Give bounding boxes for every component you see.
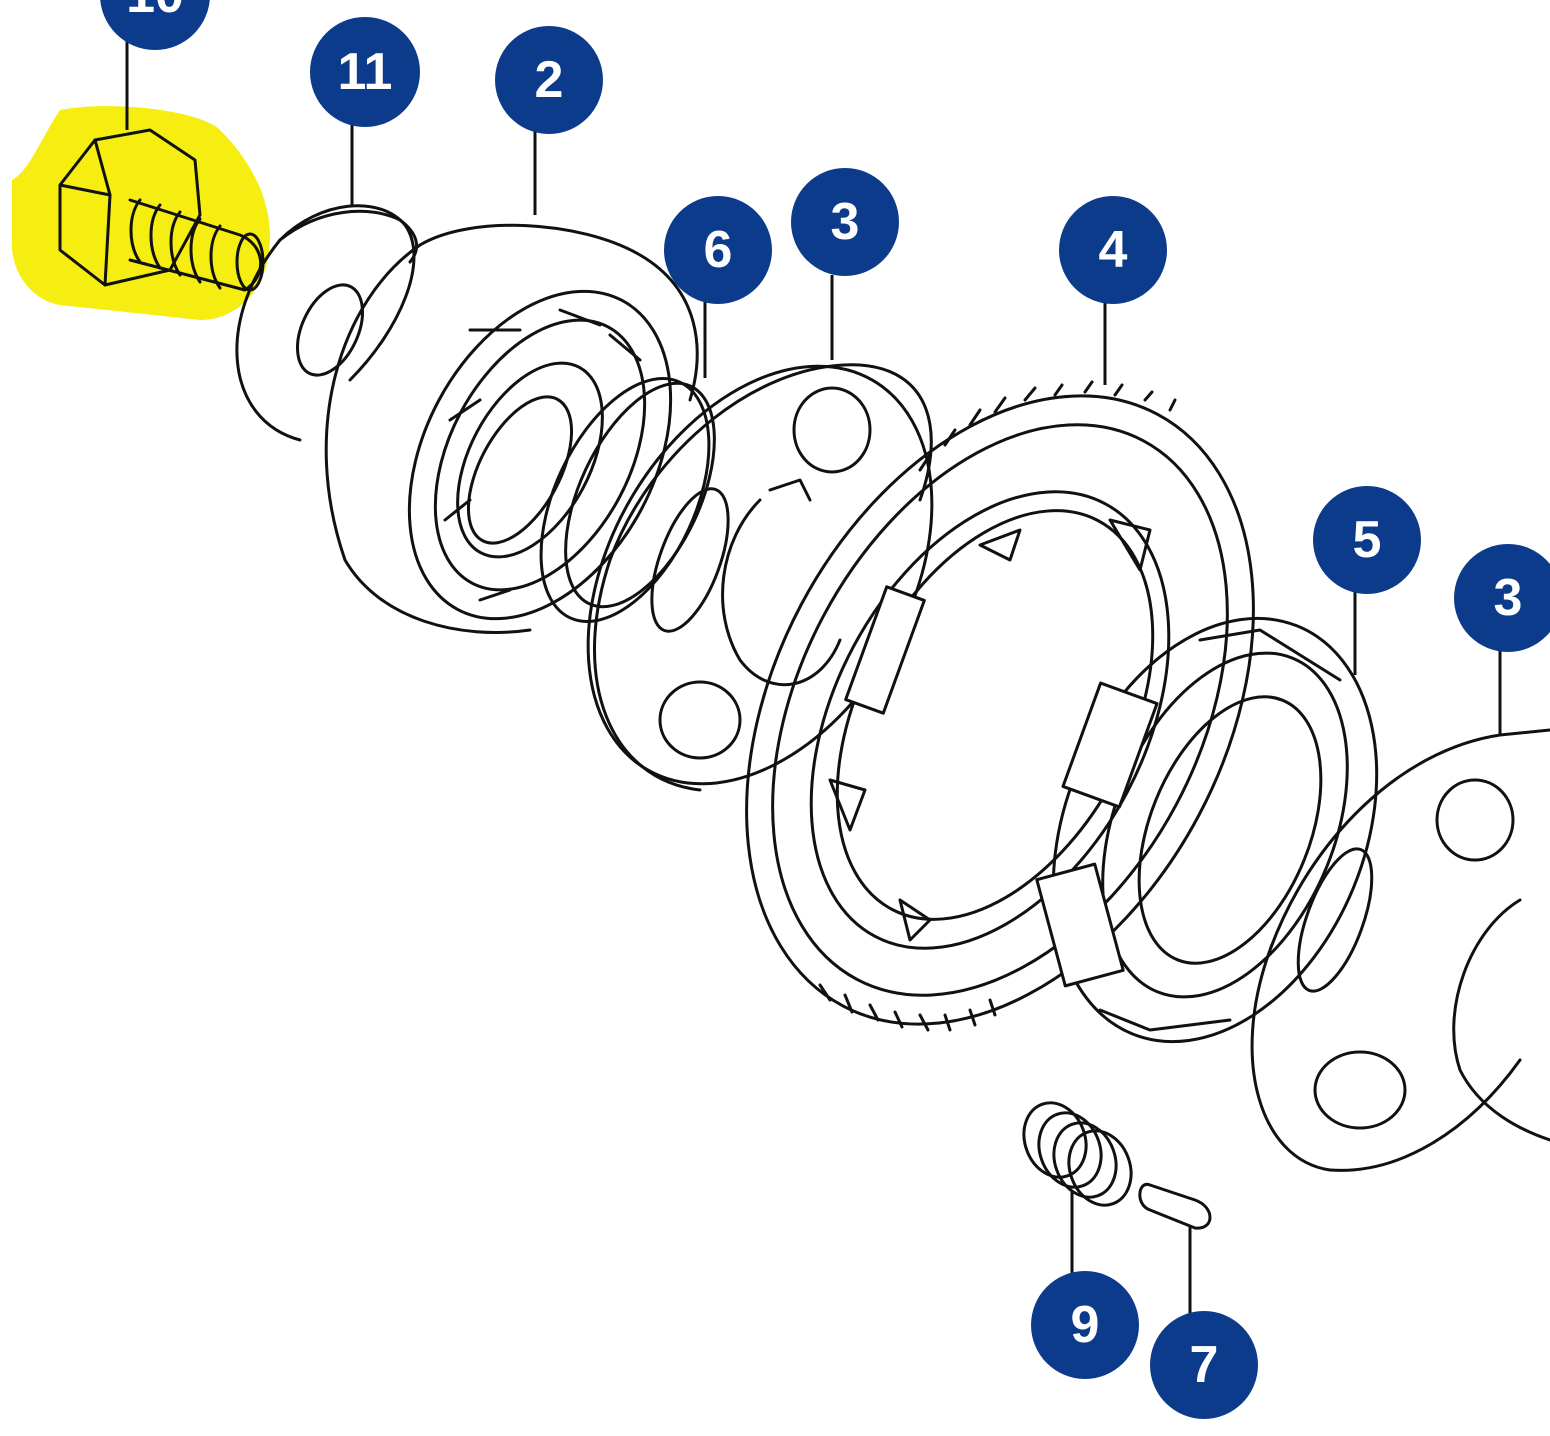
callout-plate-a-label: 3 [831, 193, 860, 251]
callout-bolt[interactable]: 10 [100, 0, 210, 50]
callout-plate-b-label: 3 [1494, 569, 1523, 627]
callout-plate-b[interactable]: 3 [1454, 544, 1550, 652]
callout-hub[interactable]: 5 [1313, 486, 1421, 594]
bolt-part[interactable] [58, 128, 265, 292]
callout-bearing-label: 2 [535, 51, 564, 109]
callout-gear-label: 4 [1099, 221, 1128, 279]
ring-part[interactable] [507, 353, 745, 648]
leader-lines [125, 40, 1502, 1315]
bearing-part[interactable] [324, 223, 724, 663]
callout-washer-label: 11 [338, 43, 393, 101]
callout-gear[interactable]: 4 [1059, 196, 1167, 304]
callout-plate-a[interactable]: 3 [791, 168, 899, 276]
callout-ring[interactable]: 6 [664, 196, 772, 304]
spring-part[interactable] [1014, 1094, 1141, 1214]
pin-part[interactable] [1138, 1182, 1212, 1230]
callout-bearing[interactable]: 2 [495, 26, 603, 134]
callout-washer[interactable]: 11 [310, 17, 420, 127]
gear-part[interactable] [644, 309, 1356, 1112]
callout-hub-label: 5 [1353, 511, 1382, 569]
callout-pin-label: 7 [1190, 1336, 1219, 1394]
callout-ring-label: 6 [704, 221, 733, 279]
hub-part[interactable] [994, 570, 1437, 1090]
callout-bolt-label: 10 [126, 0, 184, 24]
callout-pin[interactable]: 7 [1150, 1311, 1258, 1419]
plate-b-part[interactable] [1250, 728, 1550, 1172]
callout-spring[interactable]: 9 [1031, 1271, 1139, 1379]
callout-spring-label: 9 [1071, 1296, 1100, 1354]
bolt-highlight [11, 106, 270, 320]
